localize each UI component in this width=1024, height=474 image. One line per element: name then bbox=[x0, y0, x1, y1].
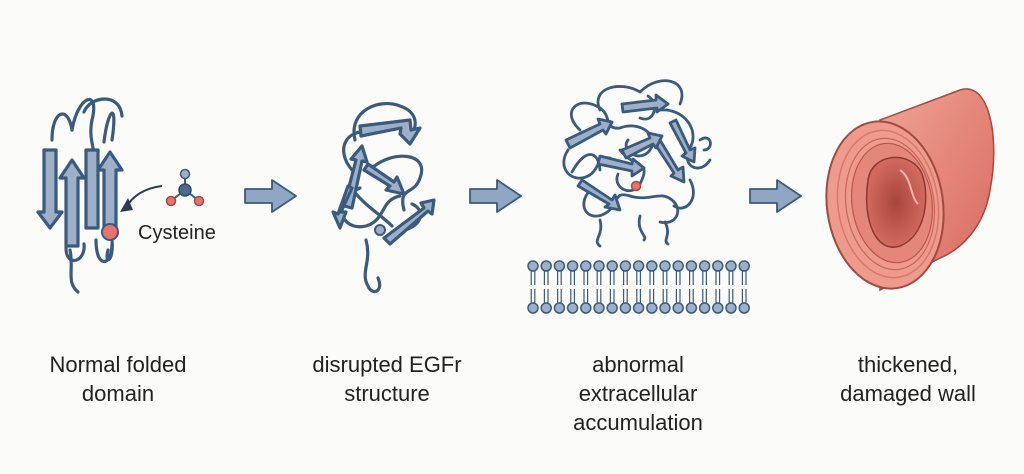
lipid-tail bbox=[596, 271, 602, 303]
lipid-head bbox=[566, 260, 579, 272]
lipid-head bbox=[553, 260, 566, 272]
lipid-head bbox=[593, 260, 605, 272]
cysteine-molecule-icon bbox=[165, 168, 205, 207]
lipid-tail bbox=[623, 271, 628, 303]
lipid-tail bbox=[530, 271, 536, 303]
lipid-head bbox=[580, 260, 592, 272]
disrupted-egfr-illustration bbox=[331, 101, 436, 294]
lipid-head bbox=[606, 302, 618, 314]
protein-aggregate-illustration bbox=[562, 79, 712, 248]
lipid-tail bbox=[728, 271, 734, 303]
caption-thickened-damaged-wall: thickened, damaged wall bbox=[840, 352, 976, 406]
lipid-head bbox=[632, 302, 645, 314]
process-arrow-2 bbox=[469, 179, 522, 213]
lipid-tail bbox=[557, 271, 562, 303]
lipid-tail bbox=[636, 271, 641, 303]
lipid-tail bbox=[689, 271, 694, 303]
lipid-head bbox=[712, 302, 724, 314]
lipid-bilayer-membrane bbox=[527, 260, 750, 314]
thickened-vessel-wall-illustration bbox=[825, 88, 995, 292]
lipid-head bbox=[712, 260, 724, 272]
lipid-head bbox=[685, 260, 698, 272]
caption-normal-folded-domain: Normal folded domain bbox=[49, 352, 187, 406]
lipid-tail bbox=[543, 271, 549, 303]
caption-abnormal-extracellular-accumulation: abnormal extracellular accumulation bbox=[573, 352, 703, 435]
process-arrow-1 bbox=[244, 179, 297, 213]
lipid-head bbox=[685, 302, 698, 314]
lipid-head bbox=[698, 302, 711, 314]
process-arrow-3 bbox=[749, 179, 802, 213]
lipid-head bbox=[606, 260, 618, 272]
lipid-head bbox=[672, 302, 684, 314]
lipid-head bbox=[646, 260, 658, 272]
lipid-head bbox=[566, 302, 579, 314]
lipid-head bbox=[725, 302, 737, 314]
lipid-tail bbox=[583, 271, 589, 303]
lipid-head bbox=[738, 302, 750, 314]
lipid-tail bbox=[675, 271, 681, 303]
lipid-head bbox=[725, 260, 737, 272]
lipid-head bbox=[593, 302, 605, 314]
lipid-head bbox=[698, 260, 711, 272]
lipid-head bbox=[646, 302, 658, 314]
lipid-tail bbox=[570, 271, 575, 303]
lipid-tail bbox=[609, 271, 615, 303]
lipid-tail bbox=[662, 271, 668, 303]
lipid-head bbox=[580, 302, 592, 314]
lipid-head bbox=[672, 260, 684, 272]
lipid-tail bbox=[741, 271, 747, 303]
lipid-head bbox=[659, 302, 671, 314]
lipid-tail bbox=[649, 271, 655, 303]
lipid-tail bbox=[715, 271, 721, 303]
lipid-head bbox=[632, 260, 645, 272]
cysteine-label: Cysteine bbox=[138, 222, 216, 244]
lipid-head bbox=[527, 260, 539, 272]
lipid-head bbox=[527, 302, 539, 314]
lipid-head bbox=[738, 260, 750, 272]
normal-folded-domain-illustration bbox=[36, 97, 124, 294]
lipid-head bbox=[540, 302, 552, 314]
cysteine-pointer-arrow bbox=[120, 185, 163, 212]
lipid-head bbox=[659, 260, 671, 272]
lipid-head bbox=[553, 302, 566, 314]
caption-disrupted-egfr-structure: disrupted EGFr structure bbox=[312, 352, 462, 406]
lipid-head bbox=[540, 260, 552, 272]
lipid-head bbox=[619, 260, 632, 272]
lipid-head bbox=[619, 302, 632, 314]
lipid-tail bbox=[702, 271, 707, 303]
